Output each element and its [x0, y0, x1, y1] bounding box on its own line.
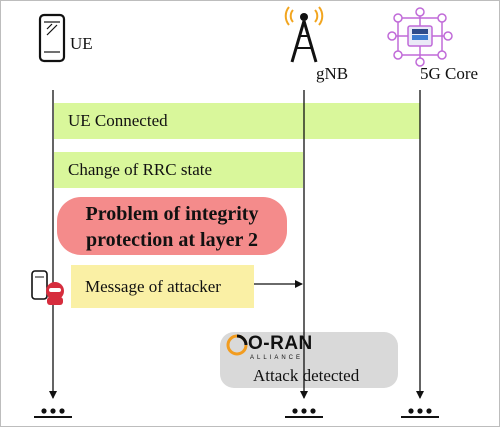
ellipsis-icon: [401, 408, 439, 418]
oran-logo-text: O-RAN: [248, 333, 313, 354]
attacker-phone-icon: [31, 270, 48, 300]
ue-connected-bar: UE Connected: [54, 103, 420, 139]
antenna-tower-icon: [284, 6, 324, 63]
ue-label: UE: [70, 34, 93, 53]
hacker-icon: [46, 282, 64, 305]
attack-detected-label: Attack detected: [253, 366, 360, 385]
attack-detected-box: [220, 332, 398, 388]
rrc-change-label: Change of RRC state: [68, 160, 213, 179]
phone-icon: [38, 13, 66, 63]
problem-line-1: Problem of integrity: [85, 203, 259, 225]
integrity-problem-box: Problem of integrity protection at layer…: [57, 197, 287, 255]
gnb-label: gNB: [316, 64, 349, 83]
ue-connected-label: UE Connected: [68, 111, 168, 130]
core-network-icon: [387, 7, 453, 67]
ellipsis-icon: [285, 408, 323, 418]
oran-alliance-text: ALLIANCE: [250, 355, 304, 361]
oran-logo-icon: [226, 334, 248, 356]
rrc-change-bar: Change of RRC state: [54, 152, 303, 188]
attacker-message-label: Message of attacker: [85, 276, 221, 296]
attacker-message-bar: Message of attacker: [71, 265, 254, 308]
core-label: 5G Core: [420, 64, 479, 83]
problem-line-2: protection at layer 2: [85, 229, 258, 251]
ellipsis-icon: [34, 408, 72, 418]
